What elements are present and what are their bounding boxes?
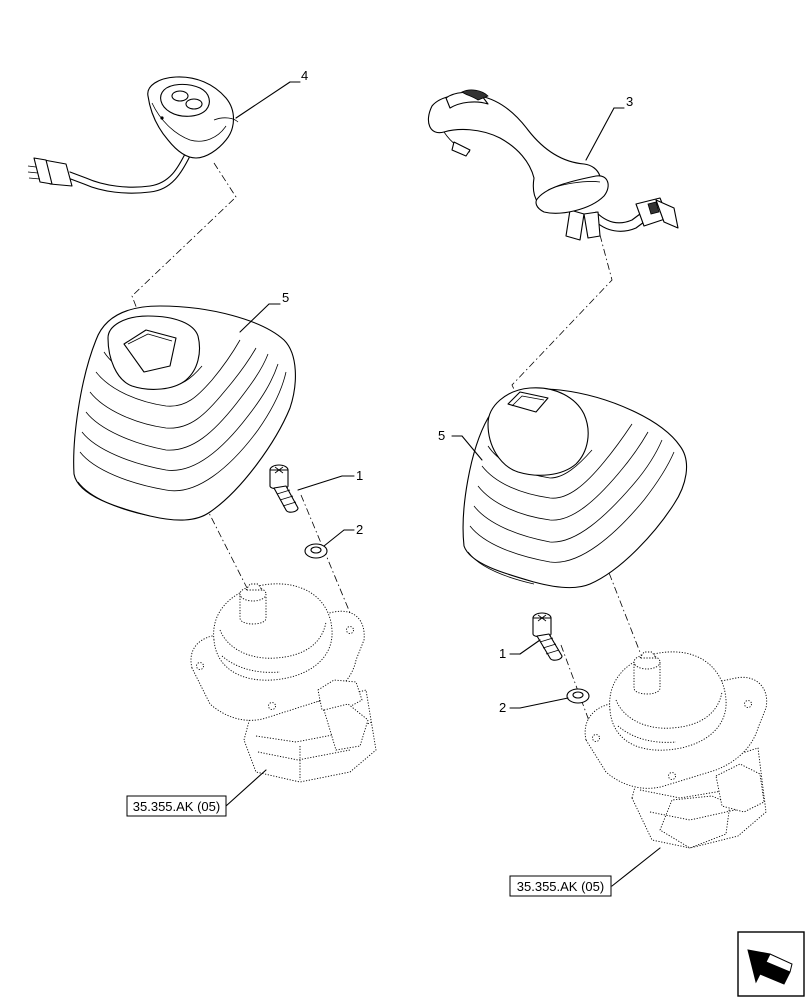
- leader-lines: [225, 81, 661, 887]
- arrow-icon[interactable]: [737, 931, 805, 997]
- reference-left[interactable]: 35.355.AK (05): [126, 795, 227, 817]
- callout-1-right: 1: [499, 646, 506, 661]
- callout-5-right: 5: [438, 428, 445, 443]
- left-washer: [304, 543, 328, 559]
- reference-right[interactable]: 35.355.AK (05): [509, 875, 612, 897]
- callouts: 4 5 3 5 1 2 1 2: [282, 68, 633, 715]
- callout-3: 3: [626, 94, 633, 109]
- left-screw: [269, 464, 299, 513]
- callout-2-right: 2: [499, 700, 506, 715]
- callout-4: 4: [301, 68, 308, 83]
- callout-2-left: 2: [356, 522, 363, 537]
- right-valve: [584, 651, 768, 849]
- left-valve: [190, 583, 377, 783]
- reference-right-label: 35.355.AK (05): [517, 879, 604, 894]
- callout-5-left: 5: [282, 290, 289, 305]
- part-4-handle: [27, 76, 239, 194]
- right-boot: [462, 387, 687, 589]
- right-screw: [532, 612, 563, 661]
- callout-1-left: 1: [356, 468, 363, 483]
- right-washer: [566, 688, 590, 704]
- reference-left-label: 35.355.AK (05): [133, 799, 220, 814]
- left-boot: [73, 305, 296, 521]
- part-3-joystick-grip: [427, 89, 679, 241]
